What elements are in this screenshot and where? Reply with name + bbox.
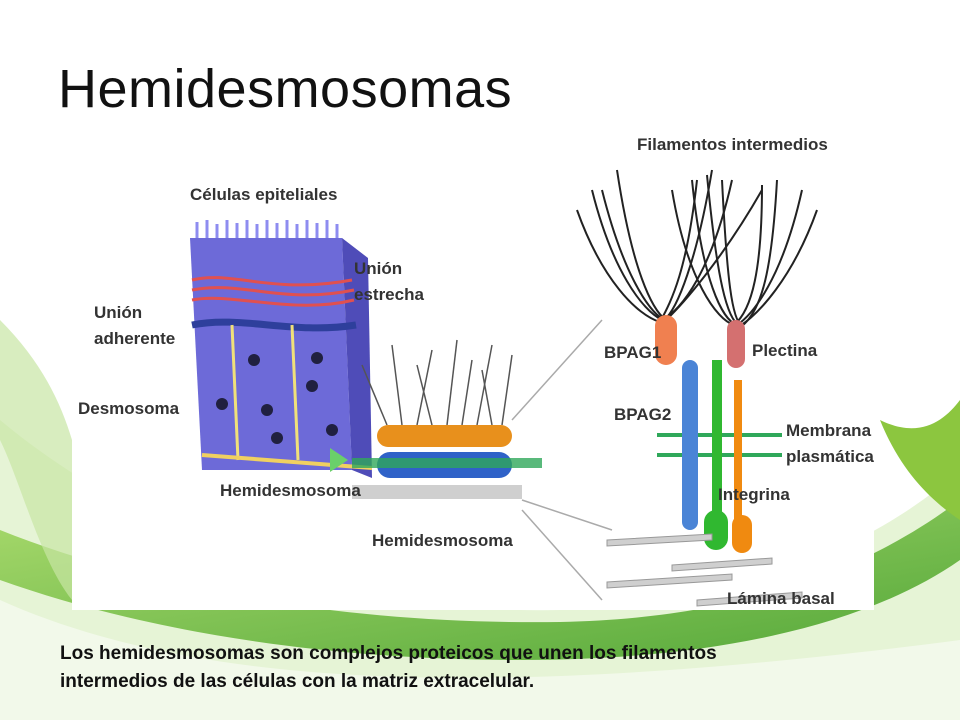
caption-line-1: Los hemidesmosomas son complejos proteic… [60, 643, 717, 664]
slide-caption: Los hemidesmosomas son complejos proteic… [60, 640, 920, 696]
label-plectina: Plectina [752, 341, 818, 360]
label-desmosoma: Desmosoma [78, 399, 180, 418]
label-hemidesmosoma-middle: Hemidesmosoma [372, 531, 513, 550]
label-filamentos-intermedios: Filamentos intermedios [637, 135, 828, 154]
label-union-adherente-line2: adherente [94, 329, 175, 348]
label-membrana-line1: Membrana [786, 421, 872, 440]
label-bpag2: BPAG2 [614, 405, 671, 424]
label-integrina: Integrina [718, 485, 790, 504]
molecular-detail-illustration [576, 169, 818, 607]
epithelial-cells-illustration [190, 220, 373, 478]
hemidesmosome-plaque-illustration [352, 339, 542, 499]
label-membrana-line2: plasmática [786, 447, 874, 466]
connector-lines [511, 319, 613, 601]
label-bpag1: BPAG1 [604, 343, 661, 362]
label-union-estrecha-line1: Unión [354, 259, 402, 278]
hemidesmosome-diagram: Células epiteliales Unión estrecha Unión… [72, 130, 874, 610]
slide-title: Hemidesmosomas [58, 59, 513, 119]
label-celulas-epiteliales: Células epiteliales [190, 185, 337, 204]
label-hemidesmosoma-cell: Hemidesmosoma [220, 481, 361, 500]
label-union-estrecha-line2: estrecha [354, 285, 424, 304]
label-union-adherente-line1: Unión [94, 303, 142, 322]
label-lamina-basal: Lámina basal [727, 589, 835, 608]
caption-line-2: intermedios de las células con la matriz… [60, 671, 535, 692]
